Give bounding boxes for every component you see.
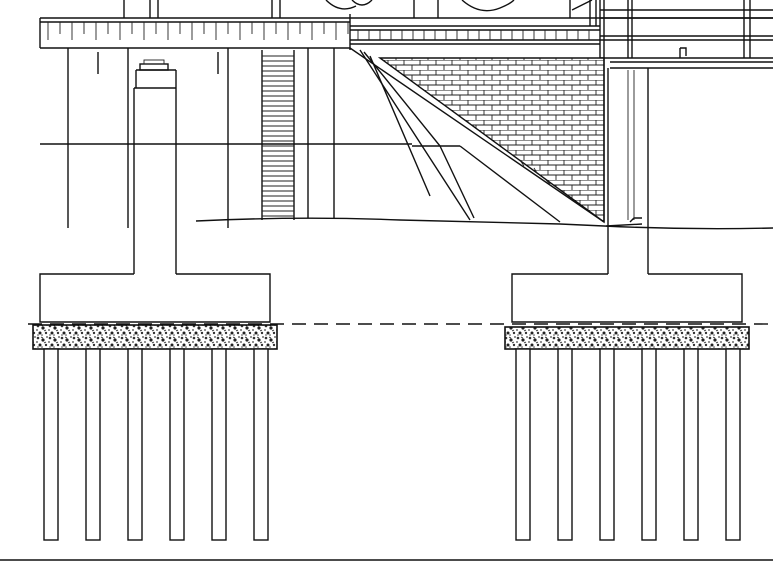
left-pier-pile-2: [85, 348, 101, 541]
pipes: [325, 0, 515, 12]
right-pier-pile-5: [683, 348, 699, 541]
right-pier-pile-1: [515, 348, 531, 541]
railing: [350, 0, 773, 69]
left-pier-pile-3: [127, 348, 143, 541]
background-lines: [40, 48, 412, 228]
left-pier-pile-5: [211, 348, 227, 541]
stair: [261, 50, 295, 220]
sloped-embankment: [359, 49, 561, 223]
right-pier: [504, 68, 750, 541]
right-pier-pile-4: [641, 348, 657, 541]
right-pier-pile-3: [599, 348, 615, 541]
left-pier-pile-6: [253, 348, 269, 541]
right-pier-pile-6: [725, 348, 741, 541]
brick-retaining-wall: [349, 47, 605, 224]
ground-line: [195, 217, 773, 230]
right-pier-pile-2: [557, 348, 573, 541]
left-pier-pile-4: [169, 348, 185, 541]
left-pier: [32, 59, 278, 541]
deck-posts: [123, 0, 281, 18]
left-pier-pile-1: [43, 348, 59, 541]
